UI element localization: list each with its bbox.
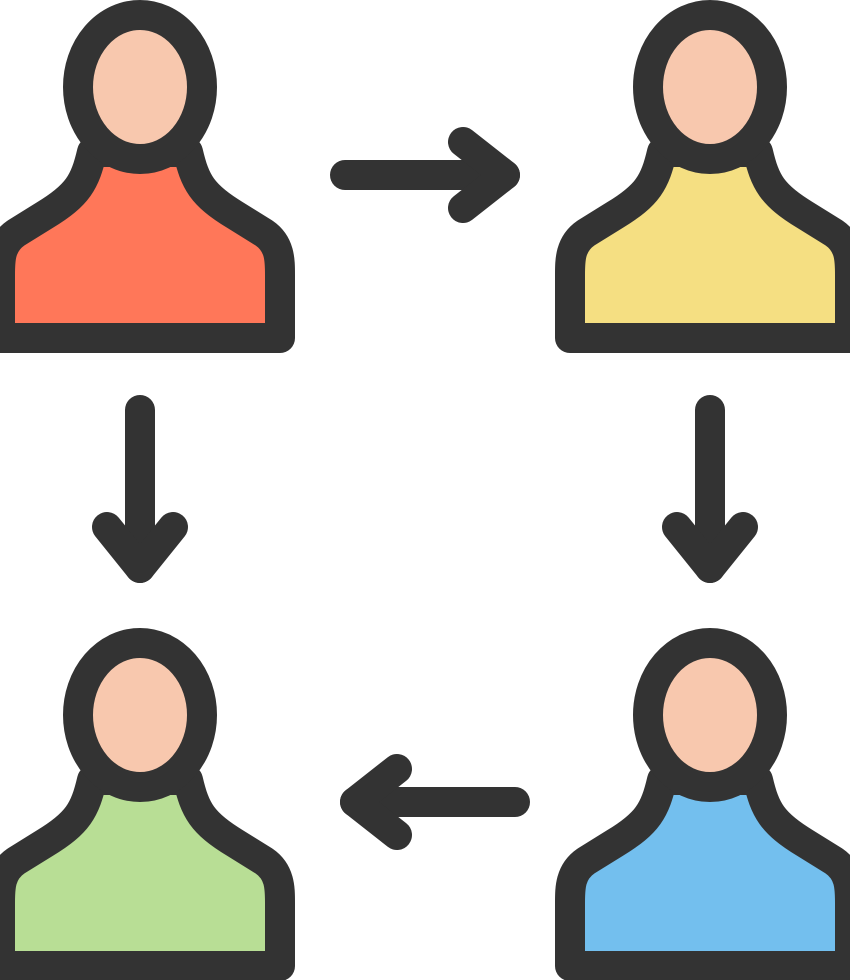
person-top-right-head [633,0,787,174]
person-top-left-shirt [0,137,295,353]
person-bottom-right-icon [555,628,850,980]
arrow-down-right-column-icon [662,395,758,583]
person-bottom-right-shirt [555,765,850,980]
arrow-left-icon [340,754,530,850]
person-bottom-left-head [63,628,217,802]
person-bottom-left-icon [0,628,295,980]
person-bottom-left-shirt [0,765,295,980]
person-top-left-head [63,0,217,174]
arrow-down-left-column-icon [92,395,188,583]
person-top-left-icon [0,0,295,353]
person-top-right-shirt [555,137,850,353]
person-top-right-icon [555,0,850,353]
person-bottom-right-head [633,628,787,802]
arrow-right-icon [330,127,520,223]
